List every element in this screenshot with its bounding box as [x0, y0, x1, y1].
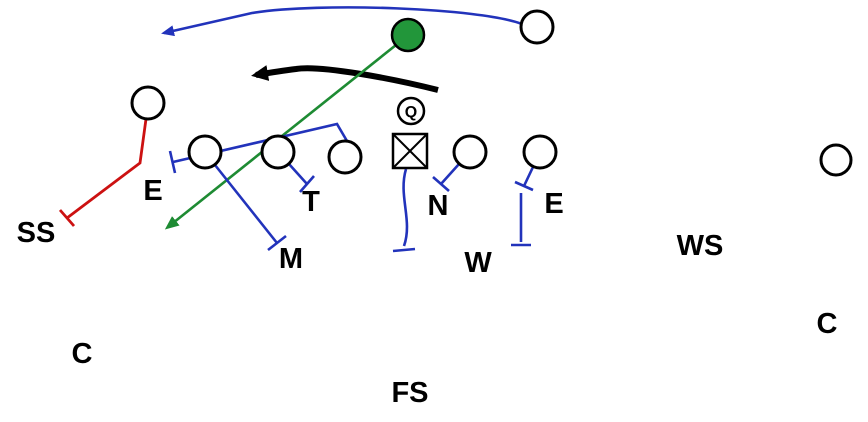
label-tackle: T	[302, 186, 320, 218]
lineman-circle-1	[187, 134, 223, 170]
label-will-lb: W	[464, 247, 492, 279]
center-square-x-icon	[392, 133, 428, 169]
block-on-tackle	[288, 163, 308, 185]
label-strong-safety: SS	[17, 217, 56, 249]
block-end-tick-mike	[267, 234, 287, 252]
label-corner-right: C	[817, 308, 838, 340]
block-on-nose	[440, 163, 460, 185]
ball-carrier-circle	[390, 17, 426, 53]
block-on-end-right	[522, 166, 535, 187]
lineman-circle-2	[260, 134, 296, 170]
block-end-tick-center	[392, 247, 416, 253]
lineman-circle-3	[327, 139, 363, 175]
label-mike-lb: M	[279, 243, 303, 275]
quarterback-circle	[396, 96, 426, 126]
block-on-end-left	[172, 122, 349, 164]
center-square	[391, 132, 429, 170]
block-end-tick-tackle	[299, 175, 315, 193]
play-direction-arrow	[251, 65, 439, 93]
block-end-tick-nose	[432, 176, 450, 192]
label-free-safety: FS	[391, 377, 428, 409]
label-nose: N	[428, 190, 449, 222]
block-end-tick-end-right	[514, 180, 534, 192]
label-corner-left: C	[72, 338, 93, 370]
jet-motion-route	[161, 6, 523, 37]
hback-circle	[130, 85, 166, 121]
block-on-mike	[213, 164, 279, 244]
label-weak-safety: WS	[677, 230, 724, 262]
split-end-circle	[819, 143, 853, 177]
lineman-circle-4	[452, 134, 488, 170]
label-quarterback: Q	[405, 104, 417, 121]
label-end-right: E	[544, 188, 563, 220]
block-end-tick-end-left	[168, 150, 177, 174]
hback-block-on-ss	[66, 118, 148, 220]
block-end-tick-ss	[58, 209, 76, 227]
motion-receiver-circle	[519, 9, 555, 45]
label-end-left: E	[143, 175, 162, 207]
lineman-circle-5	[522, 134, 558, 170]
center-block-path	[402, 168, 409, 247]
